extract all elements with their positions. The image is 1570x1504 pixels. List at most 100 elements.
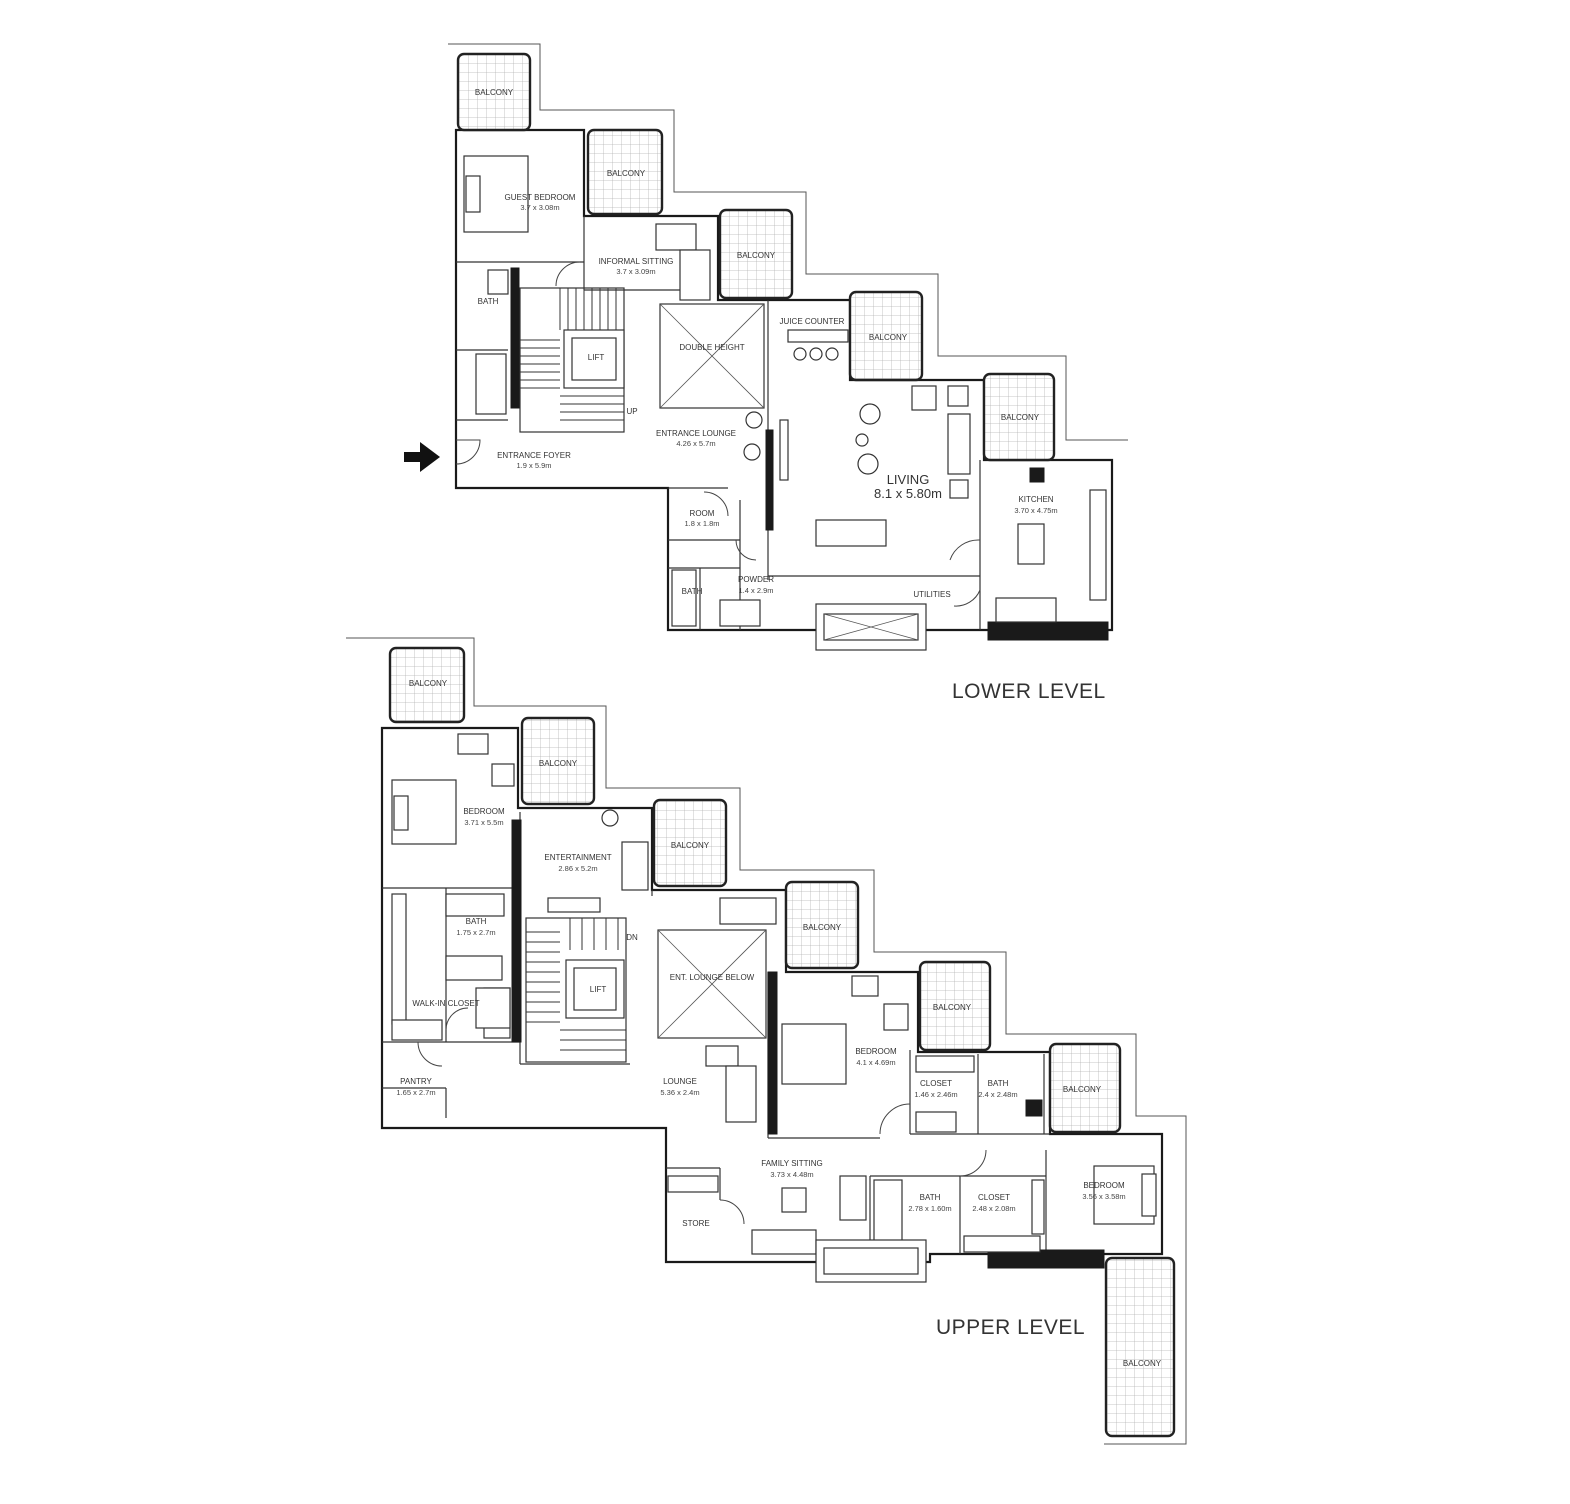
- family-sitting-label: FAMILY SITTING: [761, 1159, 823, 1168]
- up-marker: UP: [626, 407, 637, 416]
- upper-doors: [417, 1007, 987, 1225]
- upper-balcony-1-label: BALCONY: [409, 679, 448, 688]
- guest-bedroom-dim: 3.7 x 3.08m: [520, 203, 559, 212]
- upper-balcony-3-label: BALCONY: [671, 841, 710, 850]
- lower-thick-wall-4: [1029, 467, 1045, 483]
- lower-bath-2-label: BATH: [682, 587, 703, 596]
- ent-lounge-below-label: ENT. LOUNGE BELOW: [670, 973, 755, 982]
- upper-bath-1-label: BATH: [466, 917, 487, 926]
- upper-main-walls: [380, 726, 1164, 1264]
- entrance-lounge-label: ENTRANCE LOUNGE: [656, 429, 736, 438]
- kitchen-label: KITCHEN: [1018, 495, 1053, 504]
- upper-balcony-4-label: BALCONY: [803, 923, 842, 932]
- lower-balcony-3-label: BALCONY: [737, 251, 776, 260]
- lower-thick-wall-1: [510, 267, 520, 409]
- juice-counter-label: JUICE COUNTER: [780, 317, 845, 326]
- lower-balcony-1: [456, 52, 532, 132]
- lower-bath-1-label: BATH: [478, 297, 499, 306]
- lower-furniture: [463, 155, 1107, 651]
- lower-balcony-2-label: BALCONY: [607, 169, 646, 178]
- store-label: STORE: [682, 1219, 709, 1228]
- upper-thick-wall-2: [767, 971, 778, 1135]
- lower-balcony-2: [586, 128, 664, 216]
- upper-ent-lounge-below-void: [657, 929, 767, 1039]
- lower-thick-wall-3: [987, 621, 1109, 641]
- upper-bedroom-3-dim: 3.56 x 3.58m: [1082, 1192, 1125, 1201]
- lower-lift: [563, 329, 625, 389]
- living-label: LIVING: [887, 472, 930, 487]
- closet-2-label: CLOSET: [978, 1193, 1010, 1202]
- lower-balcony-5: [982, 372, 1056, 462]
- upper-bedroom-2-label: BEDROOM: [855, 1047, 897, 1056]
- entertainment-dim: 2.86 x 5.2m: [558, 864, 597, 873]
- informal-sitting-dim: 3.7 x 3.09m: [616, 267, 655, 276]
- closet-2-dim: 2.48 x 2.08m: [972, 1204, 1015, 1213]
- upper-balcony-2: [520, 716, 596, 806]
- upper-bedroom-1-dim: 3.71 x 5.5m: [464, 818, 503, 827]
- lounge-dim: 5.36 x 2.4m: [660, 1088, 699, 1097]
- upper-balcony-5-label: BALCONY: [933, 1003, 972, 1012]
- double-height-label: DOUBLE HEIGHT: [679, 343, 744, 352]
- upper-bath-3-label: BATH: [920, 1193, 941, 1202]
- small-room-dim: 1.8 x 1.8m: [684, 519, 719, 528]
- lower-balcony-3: [718, 208, 794, 300]
- powder-label: POWDER: [738, 575, 774, 584]
- entrance-lounge-dim: 4.26 x 5.7m: [676, 439, 715, 448]
- lower-lift-label: LIFT: [588, 353, 605, 362]
- lower-doors: [455, 261, 981, 607]
- entry-arrow-icon: [404, 442, 440, 472]
- upper-balcony-1: [388, 646, 466, 724]
- upper-furniture: [391, 733, 1157, 1283]
- utilities-label: UTILITIES: [913, 590, 950, 599]
- lower-balcony-5-label: BALCONY: [1001, 413, 1040, 422]
- upper-thick-wall-3: [987, 1249, 1105, 1269]
- upper-bath-3-dim: 2.78 x 1.60m: [908, 1204, 951, 1213]
- upper-thick-wall-4: [1025, 1099, 1043, 1117]
- lower-partitions: [456, 216, 981, 630]
- upper-balcony-7: [1104, 1256, 1176, 1438]
- upper-balcony-7-label: BALCONY: [1123, 1359, 1162, 1368]
- upper-thick-wall-1: [511, 819, 522, 1043]
- upper-level-title: UPPER LEVEL: [936, 1316, 1085, 1339]
- upper-bath-1-dim: 1.75 x 2.7m: [456, 928, 495, 937]
- pantry-label: PANTRY: [400, 1077, 432, 1086]
- kitchen-dim: 3.70 x 4.75m: [1014, 506, 1057, 515]
- entertainment-label: ENTERTAINMENT: [544, 853, 611, 862]
- upper-bedroom-2-dim: 4.1 x 4.69m: [856, 1058, 895, 1067]
- upper-lift-label: LIFT: [590, 985, 607, 994]
- powder-dim: 1.4 x 2.9m: [738, 586, 773, 595]
- upper-balcony-6-label: BALCONY: [1063, 1085, 1102, 1094]
- upper-bath-2-dim: 2.4 x 2.48m: [978, 1090, 1017, 1099]
- upper-balcony-3: [652, 798, 728, 888]
- lower-outer-outline: [448, 43, 1128, 441]
- entrance-foyer-dim: 1.9 x 5.9m: [516, 461, 551, 470]
- lower-double-height-void: [659, 303, 765, 409]
- upper-balcony-4: [784, 880, 860, 970]
- entrance-foyer-label: ENTRANCE FOYER: [497, 451, 571, 460]
- living-dim: 8.1 x 5.80m: [874, 486, 942, 501]
- lower-level-plan: BALCONY BALCONY BALCONY BALCONY BALCONY …: [404, 43, 1128, 703]
- small-room-label: ROOM: [690, 509, 715, 518]
- upper-bedroom-3-label: BEDROOM: [1083, 1181, 1125, 1190]
- upper-bedroom-1-label: BEDROOM: [463, 807, 505, 816]
- walk-in-closet-label: WALK-IN CLOSET: [412, 999, 479, 1008]
- upper-balcony-2-label: BALCONY: [539, 759, 578, 768]
- upper-level-plan: BALCONY BALCONY BALCONY BALCONY BALCONY …: [346, 637, 1187, 1445]
- upper-outer-outline: [346, 637, 1187, 1445]
- lower-level-title: LOWER LEVEL: [952, 680, 1106, 703]
- upper-stairs: [525, 917, 627, 1063]
- upper-lift: [565, 959, 625, 1019]
- lower-thick-wall-2: [765, 429, 774, 531]
- guest-bedroom-label: GUEST BEDROOM: [505, 193, 576, 202]
- pantry-dim: 1.65 x 2.7m: [396, 1088, 435, 1097]
- closet-1-dim: 1.46 x 2.46m: [914, 1090, 957, 1099]
- dn-marker: DN: [626, 933, 638, 942]
- lower-balcony-1-label: BALCONY: [475, 88, 514, 97]
- upper-balcony-6: [1048, 1042, 1122, 1134]
- family-sitting-dim: 3.73 x 4.48m: [770, 1170, 813, 1179]
- lower-balcony-4: [848, 290, 924, 382]
- closet-1-label: CLOSET: [920, 1079, 952, 1088]
- upper-balcony-5: [918, 960, 992, 1052]
- upper-bath-2-label: BATH: [988, 1079, 1009, 1088]
